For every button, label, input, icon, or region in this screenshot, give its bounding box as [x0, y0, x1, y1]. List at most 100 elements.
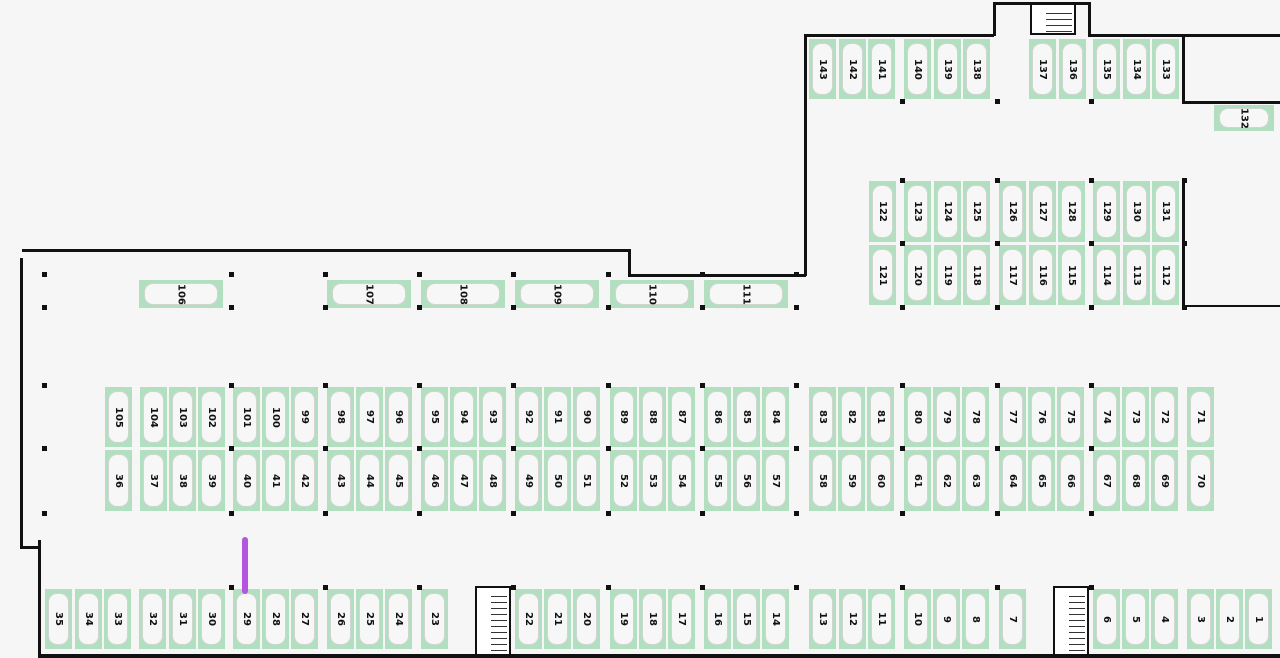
parking-spot[interactable]: 121: [868, 244, 897, 306]
parking-spot[interactable]: 137: [1028, 38, 1057, 100]
parking-spot[interactable]: 122: [868, 180, 897, 243]
parking-spot[interactable]: 112: [1151, 244, 1180, 306]
parking-spot[interactable]: 131: [1151, 180, 1180, 243]
parking-spot[interactable]: 104: [139, 386, 168, 448]
parking-spot[interactable]: 48: [478, 449, 507, 512]
parking-spot[interactable]: 84: [761, 386, 790, 448]
parking-spot[interactable]: 56: [732, 449, 761, 512]
parking-spot[interactable]: 9: [932, 588, 961, 650]
parking-spot[interactable]: 79: [932, 386, 961, 448]
parking-spot[interactable]: 92: [514, 386, 543, 448]
parking-spot[interactable]: 22: [514, 588, 543, 650]
parking-spot[interactable]: 37: [139, 449, 168, 512]
parking-spot[interactable]: 33: [103, 588, 132, 650]
parking-spot[interactable]: 72: [1150, 386, 1179, 448]
parking-spot[interactable]: 96: [384, 386, 413, 448]
parking-spot[interactable]: 20: [572, 588, 601, 650]
parking-spot[interactable]: 129: [1092, 180, 1121, 243]
parking-spot[interactable]: 87: [667, 386, 696, 448]
parking-spot[interactable]: 115: [1057, 244, 1086, 306]
parking-spot[interactable]: 27: [290, 588, 319, 650]
parking-spot[interactable]: 89: [609, 386, 638, 448]
parking-spot[interactable]: 141: [867, 38, 896, 100]
parking-spot[interactable]: 21: [543, 588, 572, 650]
parking-spot[interactable]: 130: [1122, 180, 1151, 243]
parking-spot[interactable]: 40: [232, 449, 261, 512]
parking-spot[interactable]: 60: [866, 449, 895, 512]
parking-spot[interactable]: 140: [903, 38, 932, 100]
parking-spot[interactable]: 66: [1056, 449, 1085, 512]
parking-spot[interactable]: 99: [290, 386, 319, 448]
parking-spot[interactable]: 126: [998, 180, 1027, 243]
parking-spot[interactable]: 23: [420, 588, 449, 650]
parking-spot[interactable]: 11: [867, 588, 896, 650]
parking-spot[interactable]: 138: [962, 38, 991, 100]
parking-spot[interactable]: 88: [638, 386, 667, 448]
parking-spot[interactable]: 86: [703, 386, 732, 448]
parking-spot[interactable]: 28: [261, 588, 290, 650]
parking-spot[interactable]: 17: [667, 588, 696, 650]
parking-spot[interactable]: 134: [1122, 38, 1151, 100]
parking-spot[interactable]: 110: [609, 279, 695, 309]
parking-spot[interactable]: 26: [326, 588, 355, 650]
parking-spot[interactable]: 13: [808, 588, 837, 650]
parking-spot[interactable]: 50: [543, 449, 572, 512]
parking-spot[interactable]: 16: [703, 588, 732, 650]
parking-spot[interactable]: 49: [514, 449, 543, 512]
parking-spot[interactable]: 68: [1121, 449, 1150, 512]
parking-spot[interactable]: 142: [838, 38, 867, 100]
parking-spot[interactable]: 25: [355, 588, 384, 650]
parking-spot[interactable]: 125: [962, 180, 991, 243]
parking-spot[interactable]: 42: [290, 449, 319, 512]
parking-spot[interactable]: 136: [1058, 38, 1087, 100]
parking-spot[interactable]: 106: [138, 279, 224, 309]
parking-spot[interactable]: 3: [1186, 588, 1215, 650]
parking-spot[interactable]: 117: [998, 244, 1027, 306]
parking-spot[interactable]: 100: [261, 386, 290, 448]
parking-spot[interactable]: 41: [261, 449, 290, 512]
parking-spot[interactable]: 77: [998, 386, 1027, 448]
parking-spot[interactable]: 95: [420, 386, 449, 448]
parking-spot[interactable]: 64: [998, 449, 1027, 512]
parking-spot[interactable]: 123: [903, 180, 932, 243]
parking-spot[interactable]: 103: [168, 386, 197, 448]
parking-spot[interactable]: 71: [1186, 386, 1215, 448]
parking-spot[interactable]: 80: [903, 386, 932, 448]
parking-spot[interactable]: 59: [837, 449, 866, 512]
parking-spot[interactable]: 119: [933, 244, 962, 306]
parking-spot[interactable]: 47: [449, 449, 478, 512]
parking-spot[interactable]: 1: [1244, 588, 1273, 650]
parking-spot[interactable]: 83: [808, 386, 837, 448]
parking-spot[interactable]: 105: [104, 386, 133, 448]
parking-spot[interactable]: 58: [808, 449, 837, 512]
parking-spot[interactable]: 132: [1213, 104, 1275, 132]
parking-spot[interactable]: 12: [838, 588, 867, 650]
parking-spot[interactable]: 57: [761, 449, 790, 512]
parking-spot[interactable]: 55: [703, 449, 732, 512]
parking-spot[interactable]: 14: [761, 588, 790, 650]
parking-spot[interactable]: 108: [420, 279, 506, 309]
parking-spot[interactable]: 62: [932, 449, 961, 512]
parking-spot[interactable]: 85: [732, 386, 761, 448]
parking-spot[interactable]: 53: [638, 449, 667, 512]
parking-spot[interactable]: 139: [933, 38, 962, 100]
parking-spot[interactable]: 4: [1150, 588, 1179, 650]
parking-spot[interactable]: 69: [1150, 449, 1179, 512]
parking-spot[interactable]: 102: [197, 386, 226, 448]
parking-spot[interactable]: 143: [808, 38, 837, 100]
parking-spot[interactable]: 34: [74, 588, 103, 650]
parking-spot[interactable]: 52: [609, 449, 638, 512]
parking-spot[interactable]: 75: [1056, 386, 1085, 448]
parking-spot[interactable]: 67: [1092, 449, 1121, 512]
parking-spot[interactable]: 135: [1092, 38, 1121, 100]
parking-spot[interactable]: 15: [732, 588, 761, 650]
parking-spot[interactable]: 38: [168, 449, 197, 512]
parking-spot[interactable]: 113: [1122, 244, 1151, 306]
parking-spot[interactable]: 5: [1121, 588, 1150, 650]
parking-spot[interactable]: 65: [1027, 449, 1056, 512]
parking-spot[interactable]: 73: [1121, 386, 1150, 448]
parking-spot[interactable]: 70: [1186, 449, 1215, 512]
parking-spot[interactable]: 45: [384, 449, 413, 512]
parking-spot[interactable]: 39: [197, 449, 226, 512]
parking-spot[interactable]: 101: [232, 386, 261, 448]
